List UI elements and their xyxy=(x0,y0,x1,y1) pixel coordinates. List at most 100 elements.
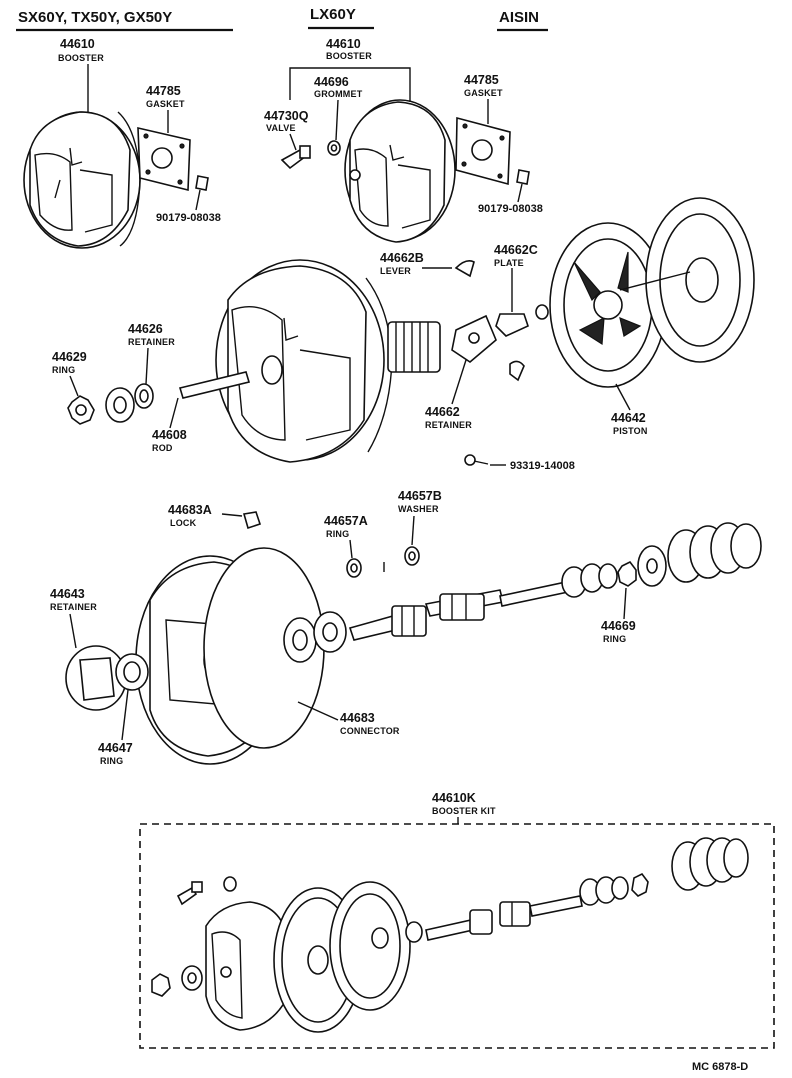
label-lx-grommet-name: GROMMET xyxy=(314,89,363,99)
leader-lx-booster xyxy=(289,67,411,102)
label-screw-number: 93319-14008 xyxy=(510,460,575,472)
small-boot-drawing xyxy=(535,304,549,320)
label-lx-gasket-name: GASKET xyxy=(464,88,503,98)
plate-drawing xyxy=(495,313,529,337)
label-lx-grommet-number: 44696 xyxy=(314,75,349,89)
leader-ring-647 xyxy=(121,689,129,741)
label-lever-name: LEVER xyxy=(380,266,411,276)
label-lx-gasket-number: 44785 xyxy=(464,73,499,87)
leader-piston xyxy=(615,383,631,411)
label-lx-bolt-number: 90179-08038 xyxy=(478,203,543,215)
leader-retainer-643 xyxy=(69,613,77,649)
rear-shell-drawing xyxy=(203,547,325,749)
lx-bolt-drawing xyxy=(516,169,530,185)
left-gasket-drawing xyxy=(137,126,191,192)
screw-drawing xyxy=(464,454,489,466)
leader-washer xyxy=(411,515,415,546)
boot-drawing xyxy=(637,522,762,587)
label-left-gasket-number: 44785 xyxy=(146,84,181,98)
label-lever-number: 44662B xyxy=(380,251,424,265)
leader-lx-bolt xyxy=(517,183,523,203)
center-spring-drawing xyxy=(387,321,441,373)
label-left-bolt-number: 90179-08038 xyxy=(156,212,221,224)
label-ring-647-number: 44647 xyxy=(98,741,133,755)
header-brand: AISIN xyxy=(499,9,539,26)
rod-drawing xyxy=(178,371,251,399)
label-ring-669-name: RING xyxy=(603,634,626,644)
label-left-booster-name: BOOSTER xyxy=(58,53,104,63)
label-lx-valve-number: 44730Q xyxy=(264,109,309,123)
header-model-center: LX60Y xyxy=(310,6,356,23)
left-bolt-drawing xyxy=(195,175,209,191)
leader-lx-grommet xyxy=(335,99,339,141)
label-rod-name: ROD xyxy=(152,443,173,453)
piston-drawing xyxy=(549,197,755,388)
label-washer-name: WASHER xyxy=(398,504,439,514)
lock-drawing xyxy=(242,511,262,530)
washer-drawing xyxy=(404,546,420,566)
label-retainer-662-name: RETAINER xyxy=(425,420,472,430)
label-booster-kit-name: BOOSTER KIT xyxy=(432,806,496,816)
label-ring-629-name: RING xyxy=(52,365,75,375)
label-retainer-626-name: RETAINER xyxy=(128,337,175,347)
label-washer-number: 44657B xyxy=(398,489,442,503)
ring-629-drawing xyxy=(67,395,95,425)
label-retainer-643-number: 44643 xyxy=(50,587,85,601)
label-lx-booster-name: BOOSTER xyxy=(326,51,372,61)
retainer-643-drawing xyxy=(65,645,127,711)
label-ring-647-name: RING xyxy=(100,756,123,766)
label-left-gasket-name: GASKET xyxy=(146,99,185,109)
left-booster-drawing xyxy=(23,111,141,249)
label-plate-number: 44662C xyxy=(494,243,538,257)
label-lock-number: 44683A xyxy=(168,503,212,517)
leader-retainer-626 xyxy=(145,347,149,385)
leader-lx-valve xyxy=(289,133,297,151)
lx-grommet-drawing xyxy=(327,140,341,156)
label-lx-booster-number: 44610 xyxy=(326,37,361,51)
label-rod-number: 44608 xyxy=(152,428,187,442)
retainer-626-drawing xyxy=(134,383,154,409)
leader-ring-657a xyxy=(349,539,353,559)
retainer-662-drawing xyxy=(451,314,497,363)
center-booster-drawing xyxy=(215,259,393,463)
label-lx-valve-name: VALVE xyxy=(266,123,296,133)
seal-drawing xyxy=(105,387,135,423)
lx-gasket-drawing xyxy=(455,116,511,186)
label-ring-657a-name: RING xyxy=(326,529,349,539)
lx-valve-drawing xyxy=(280,145,311,170)
ring-669-drawing xyxy=(617,560,637,587)
leader-retainer-662 xyxy=(451,359,467,405)
ring-657a-drawing xyxy=(346,558,362,578)
leader-left-bolt xyxy=(195,189,201,211)
leader-lock xyxy=(221,513,243,517)
label-ring-669-number: 44669 xyxy=(601,619,636,633)
leader-ring-629 xyxy=(69,375,79,397)
footer-diagram-code: MC 6878-D xyxy=(692,1061,748,1073)
leader-rod xyxy=(169,397,179,429)
label-plate-name: PLATE xyxy=(494,258,524,268)
label-left-booster-number: 44610 xyxy=(60,37,95,51)
disc-stack-drawing xyxy=(561,563,618,598)
ring-647-drawing xyxy=(115,653,149,691)
label-connector-name: CONNECTOR xyxy=(340,726,400,736)
booster-kit-dashed-box xyxy=(139,823,775,1049)
label-retainer-643-name: RETAINER xyxy=(50,602,97,612)
lx-booster-drawing xyxy=(344,99,456,243)
front-gasket-drawing xyxy=(313,611,347,653)
label-retainer-662-number: 44662 xyxy=(425,405,460,419)
label-piston-number: 44642 xyxy=(611,411,646,425)
label-lock-name: LOCK xyxy=(170,518,197,528)
leader-ring-669 xyxy=(623,587,627,620)
label-ring-629-number: 44629 xyxy=(52,350,87,364)
lever-drawing xyxy=(454,260,475,278)
plate-key-drawing xyxy=(509,360,525,382)
label-retainer-626-number: 44626 xyxy=(128,322,163,336)
label-ring-657a-number: 44657A xyxy=(324,514,368,528)
label-connector-number: 44683 xyxy=(340,711,375,725)
leader-connector xyxy=(297,701,339,721)
label-piston-name: PISTON xyxy=(613,426,648,436)
kit-contents-drawing xyxy=(151,837,749,1033)
valve-body-drawing xyxy=(348,581,569,641)
header-models-left: SX60Y, TX50Y, GX50Y xyxy=(18,9,172,26)
